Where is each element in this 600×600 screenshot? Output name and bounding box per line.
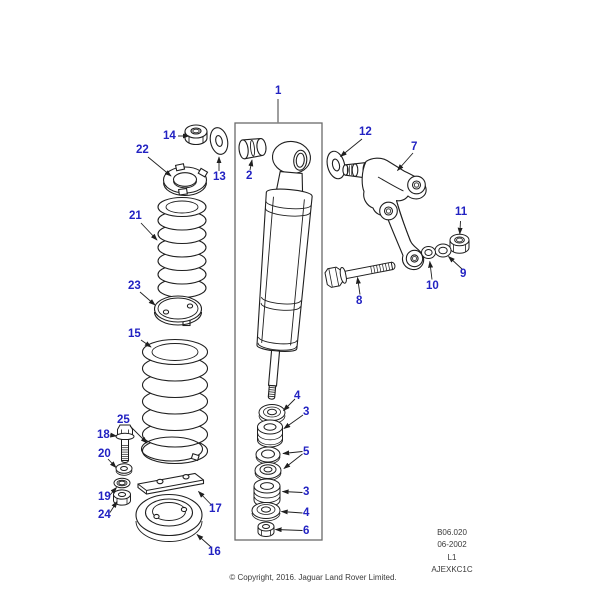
- callout-12: 12: [359, 126, 372, 138]
- callout-4b: 4: [303, 507, 310, 519]
- shock-absorber: [256, 140, 313, 400]
- callout-16: 16: [208, 546, 221, 558]
- lower-washer-19: [113, 477, 131, 489]
- callout-19: 19: [98, 491, 111, 503]
- arm-washer-9: [434, 243, 452, 258]
- callout-23: 23: [128, 280, 141, 292]
- top-bushing: [238, 137, 267, 160]
- callout-8: 8: [356, 295, 363, 307]
- callout-15: 15: [128, 328, 141, 340]
- assembly-frame-box: [234, 99, 323, 541]
- coil-spring-upper: [157, 196, 207, 299]
- lower-nut-24: [113, 489, 131, 506]
- callout-25: 25: [117, 414, 130, 426]
- callout-17: 17: [209, 503, 222, 515]
- callout-3b: 3: [303, 486, 310, 498]
- lower-washer-20: [115, 463, 133, 476]
- callout-4a: 4: [294, 390, 301, 402]
- spring-cup: [135, 493, 203, 542]
- flat-washer: [255, 446, 281, 465]
- arm-nut: [449, 233, 470, 254]
- cup-washer-mid: [254, 462, 282, 481]
- drawing-date: 06-2002: [437, 540, 467, 550]
- sheet-code: L1: [447, 552, 457, 562]
- drawing-number: B06.020: [437, 528, 467, 537]
- rubber-bush-upper: [257, 419, 283, 448]
- callout-24: 24: [98, 509, 111, 521]
- clamp-plate: [137, 472, 205, 495]
- callout-14: 14: [163, 130, 176, 142]
- spring-seat-plate: [153, 295, 203, 327]
- callout-20: 20: [98, 448, 111, 460]
- callout-7: 7: [411, 141, 418, 153]
- callout-9: 9: [460, 268, 467, 280]
- mounting-arm: [342, 157, 427, 271]
- lower-bolt: [115, 424, 135, 463]
- callout-21: 21: [129, 210, 142, 222]
- callout-2: 2: [246, 170, 253, 182]
- bush-washer-stack: [251, 404, 286, 537]
- figure-code: AJEXKC1C: [431, 564, 473, 574]
- callout-11: 11: [455, 206, 468, 218]
- callout-18: 18: [97, 429, 110, 441]
- callout-13: 13: [213, 171, 226, 183]
- cup-washer-lower: [251, 502, 281, 522]
- copyright-notice: © Copyright, 2016. Jaguar Land Rover Lim…: [229, 573, 397, 582]
- spring-seat-ring: [140, 436, 204, 462]
- title-block: B06.020 06-2002 L1 AJEXKC1C: [407, 527, 497, 576]
- arm-washer-10: [421, 246, 436, 259]
- callout-10: 10: [426, 280, 439, 292]
- long-bolt: [324, 261, 396, 288]
- callout-3a: 3: [303, 406, 310, 418]
- coil-spring-main: [141, 338, 209, 465]
- top-nut: [184, 124, 208, 146]
- callout-6: 6: [303, 525, 310, 537]
- leader-lines: [107, 133, 463, 548]
- callout-22: 22: [136, 144, 149, 156]
- callout-5: 5: [303, 446, 310, 458]
- cup-washer-upper: [258, 404, 286, 424]
- spring-seat-upper: [162, 163, 209, 197]
- callout-1: 1: [275, 85, 282, 97]
- top-washer: [209, 127, 229, 155]
- stack-nut: [257, 521, 275, 537]
- arm-washer: [326, 150, 346, 180]
